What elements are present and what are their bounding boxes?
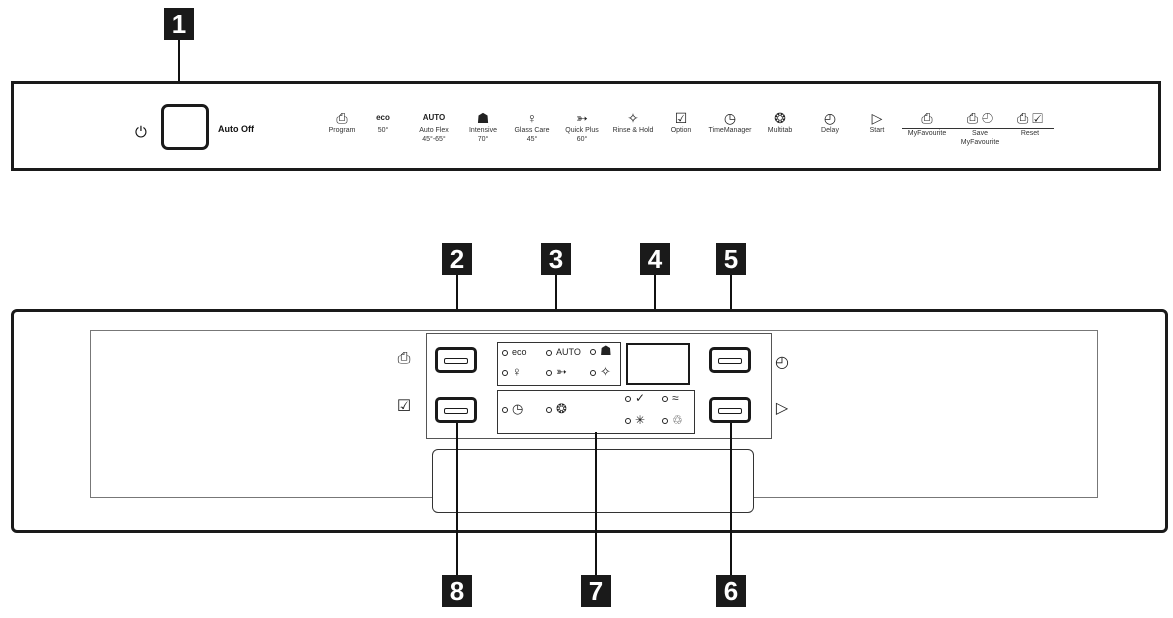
clock-icon: ◷	[723, 110, 737, 126]
power-button[interactable]	[161, 104, 209, 150]
callout-8: 8	[442, 575, 472, 607]
lamp-intensive: ☗	[590, 344, 612, 357]
lamp-multitab: ❂	[546, 402, 567, 415]
callout-6: 6	[716, 575, 746, 607]
door-handle[interactable]	[432, 449, 754, 513]
lamp-glass-care: ♀	[502, 365, 522, 378]
power-icon: ⏻	[135, 124, 147, 141]
leader-line-8	[456, 423, 458, 575]
symbol-option: ☑ Option	[663, 110, 699, 135]
lamp-auto: AUTO	[546, 346, 581, 358]
start-button[interactable]	[709, 397, 751, 423]
symbol-sub: 45°-65°	[422, 136, 446, 143]
play-icon: ▷	[871, 110, 883, 126]
callout-7: 7	[581, 575, 611, 607]
symbol-sub: 70°	[477, 136, 489, 143]
symbol-label: Glass Care	[514, 127, 550, 134]
favourite-icon: ⎙	[921, 110, 933, 126]
option-icon: ☑	[396, 398, 412, 415]
symbol-label: Rinse & Hold	[612, 127, 654, 134]
callout-3: 3	[541, 243, 571, 275]
tablet-icon: ❂	[774, 110, 786, 126]
callout-2: 2	[442, 243, 472, 275]
save-label: Save	[952, 128, 1008, 138]
lamp-quick-plus: ➳	[546, 365, 567, 378]
symbol-auto-flex: AUTO Auto Flex 45°-65°	[412, 110, 456, 144]
symbol-sub: 50°	[377, 127, 389, 134]
symbol-label: TimeManager	[708, 127, 752, 134]
symbol-label: MyFavourite	[902, 128, 952, 138]
leader-line-6	[730, 423, 732, 575]
symbol-sub: 60°	[576, 136, 588, 143]
time-display	[626, 343, 690, 385]
option-button[interactable]	[435, 397, 477, 423]
symbol-start: ▷ Start	[862, 110, 892, 135]
save-sub: MyFavourite	[960, 139, 1000, 146]
symbol-program: ⎙ Program	[322, 110, 362, 135]
leader-line-7	[595, 432, 597, 575]
program-icon: ⎙	[397, 350, 411, 367]
rinse-icon: ✧	[627, 110, 639, 126]
lamp-rinse-aid: ✓	[625, 392, 645, 404]
symbol-label: Option	[670, 127, 692, 134]
symbol-label: Quick Plus	[565, 127, 599, 134]
symbol-intensive: ☗ Intensive 70°	[463, 110, 503, 144]
checkbox-icon: ☑	[674, 110, 688, 126]
lamp-hygiene: ✳	[625, 414, 645, 426]
symbol-label: Program	[328, 127, 356, 134]
symbol-save-my-favourite: ⎙ ◴ Save MyFavourite	[952, 110, 1008, 147]
top-control-strip	[11, 81, 1161, 171]
auto-off-label: Auto Off	[218, 124, 254, 134]
delay-clock-icon: ◴	[823, 110, 837, 126]
eco-icon: eco	[376, 113, 390, 122]
program-button[interactable]	[435, 347, 477, 373]
callout-5: 5	[716, 243, 746, 275]
symbol-label: Intensive	[468, 127, 498, 134]
lamp-salt: ♲	[662, 414, 683, 426]
program-clock-icon: ⎙ ◴	[966, 110, 994, 126]
program-icon: ⎙	[336, 110, 348, 126]
program-indicator-lamps	[497, 342, 621, 386]
symbol-glass-care: ♀ Glass Care 45°	[510, 110, 554, 144]
quick-icon: ➳	[576, 110, 588, 126]
reset-label: Reset	[1006, 128, 1054, 138]
symbol-time-manager: ◷ TimeManager	[704, 110, 756, 135]
leader-line-3	[555, 275, 557, 342]
delay-button[interactable]	[709, 347, 751, 373]
symbol-reset: ⎙ ☑ Reset	[1006, 110, 1054, 138]
leader-line-1	[178, 40, 180, 104]
lamp-time-manager: ◷	[502, 402, 523, 415]
symbol-delay: ◴ Delay	[812, 110, 848, 135]
lamp-eco: eco	[502, 346, 527, 358]
symbol-quick-plus: ➳ Quick Plus 60°	[560, 110, 604, 144]
symbol-multitab: ❂ Multitab	[760, 110, 800, 135]
start-icon: ▷	[775, 400, 789, 417]
symbol-eco: eco 50°	[367, 110, 399, 135]
symbol-label: Multitab	[767, 127, 793, 134]
program-option-icon: ⎙ ☑	[1017, 110, 1043, 126]
glass-icon: ♀	[526, 110, 538, 126]
delay-icon: ◴	[775, 354, 789, 371]
callout-1: 1	[164, 8, 194, 40]
symbol-label: Auto Flex	[419, 127, 449, 134]
pot-icon: ☗	[476, 110, 490, 126]
symbol-label: Start	[869, 127, 885, 134]
symbol-label: Delay	[821, 127, 839, 134]
symbol-sub: 45°	[526, 136, 538, 143]
callout-4: 4	[640, 243, 670, 275]
lamp-rinse-hold: ✧	[590, 365, 611, 378]
auto-icon: AUTO	[422, 113, 446, 122]
lamp-water-softener: ≈	[662, 392, 679, 404]
symbol-rinse-hold: ✧ Rinse & Hold	[608, 110, 658, 135]
symbol-my-favourite: ⎙ MyFavourite	[902, 110, 952, 138]
